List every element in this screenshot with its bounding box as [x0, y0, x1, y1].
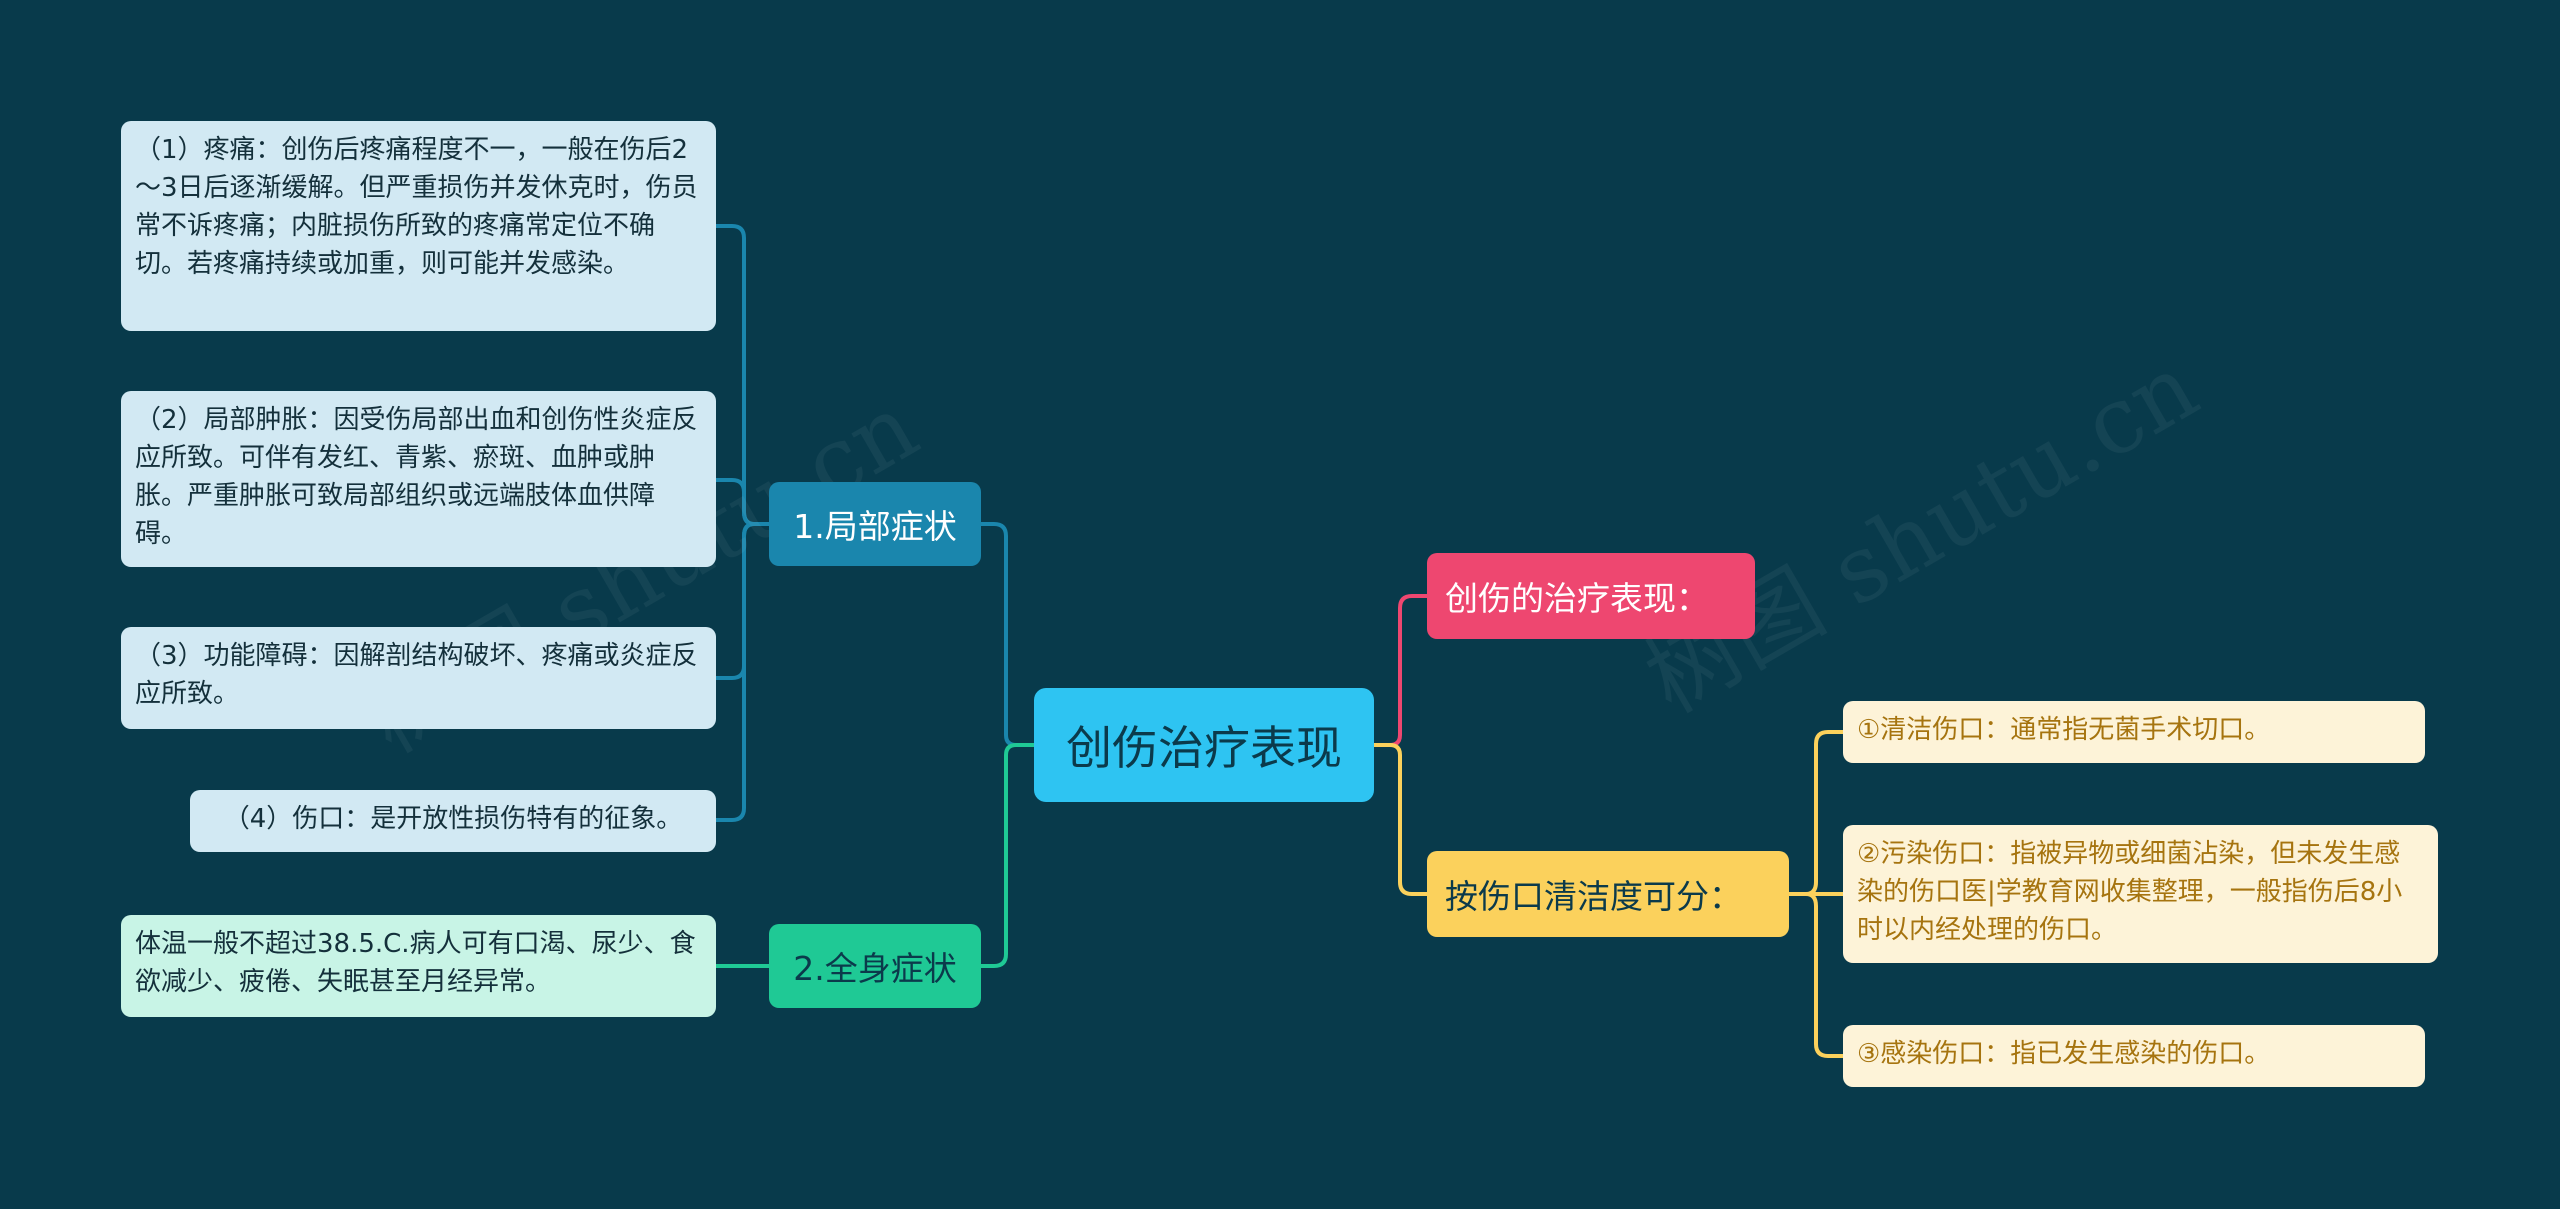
leaf-pain[interactable]: （1）疼痛：创伤后疼痛程度不一，一般在伤后2～3日后逐渐缓解。但严重损伤并发休克…: [121, 121, 716, 331]
branch-wound-cleanliness[interactable]: 按伤口清洁度可分：: [1427, 851, 1789, 937]
root-node[interactable]: 创伤治疗表现: [1034, 688, 1374, 802]
link-local-leaf-4: [716, 522, 769, 822]
leaf-infected-wound[interactable]: ③感染伤口：指已发生感染的伤口。: [1843, 1025, 2425, 1087]
branch-systemic-symptoms[interactable]: 2.全身症状: [769, 924, 981, 1008]
leaf-systemic[interactable]: 体温一般不超过38.5.C.病人可有口渴、尿少、食欲减少、疲倦、失眠甚至月经异常…: [121, 915, 716, 1017]
leaf-clean-wound[interactable]: ①清洁伤口：通常指无菌手术切口。: [1843, 701, 2425, 763]
link-root-clean: [1374, 743, 1427, 896]
branch-local-symptoms[interactable]: 1.局部症状: [769, 482, 981, 566]
leaf-contaminated-wound[interactable]: ②污染伤口：指被异物或细菌沾染，但未发生感染的伤口医|学教育网收集整理，一般指伤…: [1843, 825, 2438, 963]
leaf-wound[interactable]: （4）伤口：是开放性损伤特有的征象。: [190, 790, 716, 852]
branch-treatment[interactable]: 创伤的治疗表现：: [1427, 553, 1755, 639]
link-root-system: [981, 743, 1034, 968]
link-clean-leaf-1: [1789, 730, 1843, 896]
leaf-dysfunction[interactable]: （3）功能障碍：因解剖结构破坏、疼痛或炎症反应所致。: [121, 627, 716, 729]
link-clean-leaf-3: [1789, 892, 1843, 1058]
leaf-swelling[interactable]: （2）局部肿胀：因受伤局部出血和创伤性炎症反应所致。可伴有发红、青紫、瘀斑、血肿…: [121, 391, 716, 567]
link-root-treat: [1374, 594, 1427, 747]
link-root-local: [981, 522, 1034, 747]
